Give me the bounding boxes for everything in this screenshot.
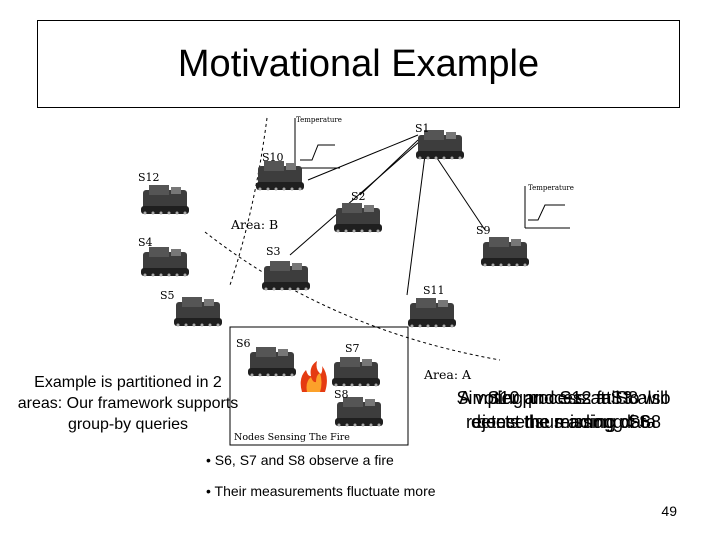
right-note-layer-3: Simpler process at S3 also xyxy=(436,387,691,409)
temperature-chart-top xyxy=(295,118,340,168)
sensor-s4 xyxy=(141,247,189,277)
area-a-label: Area: A xyxy=(423,367,472,382)
sensor-label-s9: S9 xyxy=(476,224,491,237)
right-note-overlap: A voting process at S8 will S10 and S12 … xyxy=(436,387,691,439)
sensor-label-s4: S4 xyxy=(138,236,153,249)
sensor-s7 xyxy=(332,357,380,387)
sensor-label-s12: S12 xyxy=(138,171,160,184)
sensor-s10 xyxy=(256,161,304,191)
sensor-label-s6: S6 xyxy=(236,337,251,350)
sensor-label-s8: S8 xyxy=(334,388,349,401)
fire-icon xyxy=(301,361,327,392)
right-note-layer-6: consensus among S6 xyxy=(436,411,691,433)
fire-caption: Nodes Sensing The Fire xyxy=(234,432,350,443)
sensor-s5 xyxy=(174,297,222,327)
page-number: 49 xyxy=(661,503,677,519)
left-note: Example is partitioned in 2 areas: Our f… xyxy=(14,372,242,435)
sensor-s12 xyxy=(141,185,189,215)
sensor-label-s11: S11 xyxy=(423,284,445,297)
sensor-label-s1: S1 xyxy=(415,122,430,135)
sensor-label-s7: S7 xyxy=(345,342,360,355)
bullet-item: • S6, S7 and S8 observe a fire xyxy=(206,452,436,468)
bullet-item: • Their measurements fluctuate more xyxy=(206,483,436,499)
bullet-list: • S6, S7 and S8 observe a fire • Their m… xyxy=(206,452,436,514)
sensor-s11 xyxy=(408,298,456,328)
chart-label-right: Temperature xyxy=(528,184,574,192)
sensor-label-s3: S3 xyxy=(266,245,281,258)
sensor-label-s10: S10 xyxy=(262,151,284,164)
sensor-s2 xyxy=(334,203,382,233)
chart-label-top: Temperature xyxy=(296,116,342,124)
sensor-label-s2: S2 xyxy=(351,190,366,203)
sensor-s3 xyxy=(262,261,310,291)
sensor-s6 xyxy=(248,347,296,377)
sensor-label-s5: S5 xyxy=(160,289,175,302)
area-b-label: Area: B xyxy=(230,217,278,232)
sensor-s8 xyxy=(335,397,383,427)
temperature-chart-right xyxy=(525,186,570,228)
sensor-s9 xyxy=(481,237,529,267)
